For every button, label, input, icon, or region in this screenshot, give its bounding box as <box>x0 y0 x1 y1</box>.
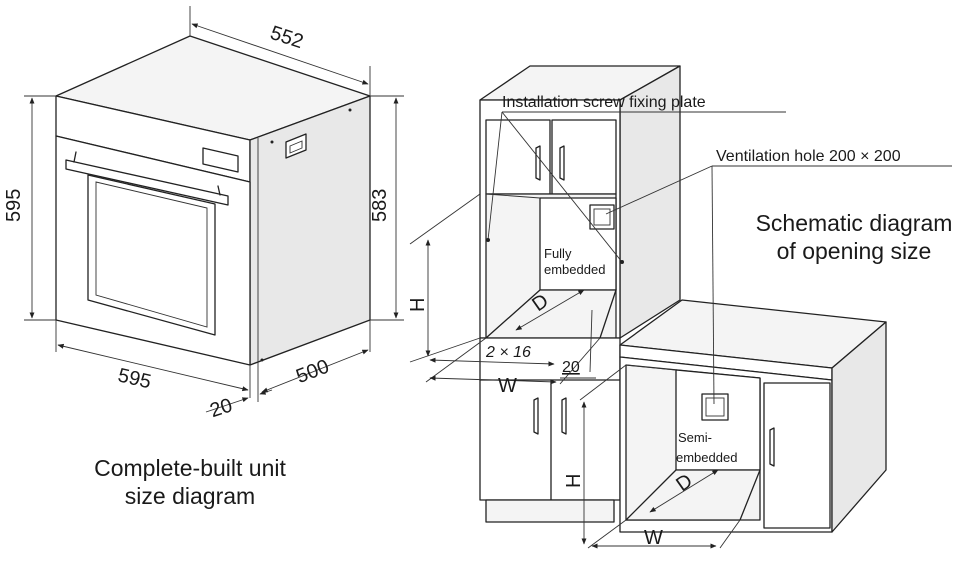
schematic-title-line1: Schematic diagram <box>756 210 953 236</box>
semi-embedded-height: H <box>563 474 585 488</box>
semi-embedded-label-line2: embedded <box>676 450 737 465</box>
schematic-title-line2: of opening size <box>777 238 932 264</box>
callout-leaders <box>486 111 952 405</box>
screw-spec: 2 × 16 <box>485 344 531 361</box>
dim-door-thickness: 20 <box>207 394 235 422</box>
oven-caption-line2: size diagram <box>125 483 255 509</box>
fully-embedded-width: W <box>498 375 517 397</box>
semi-embedded-width: W <box>644 527 663 549</box>
fully-embedded-height: H <box>407 298 429 312</box>
gap-dimension: 20 <box>562 359 580 376</box>
dim-front-width: 595 <box>116 364 153 393</box>
oven-caption-line1: Complete-built unit <box>94 455 286 481</box>
cabinet-dimension-lines <box>409 193 741 549</box>
dim-side-height: 583 <box>369 189 391 222</box>
callout-screw-plate: Installation screw fixing plate <box>502 94 706 111</box>
dim-top-depth: 552 <box>267 22 306 53</box>
oven-illustration <box>55 35 371 366</box>
semi-embedded-label-line1: Semi- <box>678 430 712 445</box>
callout-ventilation-hole: Ventilation hole 200 × 200 <box>716 148 901 165</box>
fully-embedded-label-line2: embedded <box>544 262 605 277</box>
dim-side-depth: 500 <box>293 356 332 388</box>
low-cabinet-illustration <box>619 299 887 533</box>
oven-dimension-lines <box>24 6 404 413</box>
fully-embedded-label-line1: Fully <box>544 246 572 261</box>
dim-front-height: 595 <box>3 189 25 222</box>
